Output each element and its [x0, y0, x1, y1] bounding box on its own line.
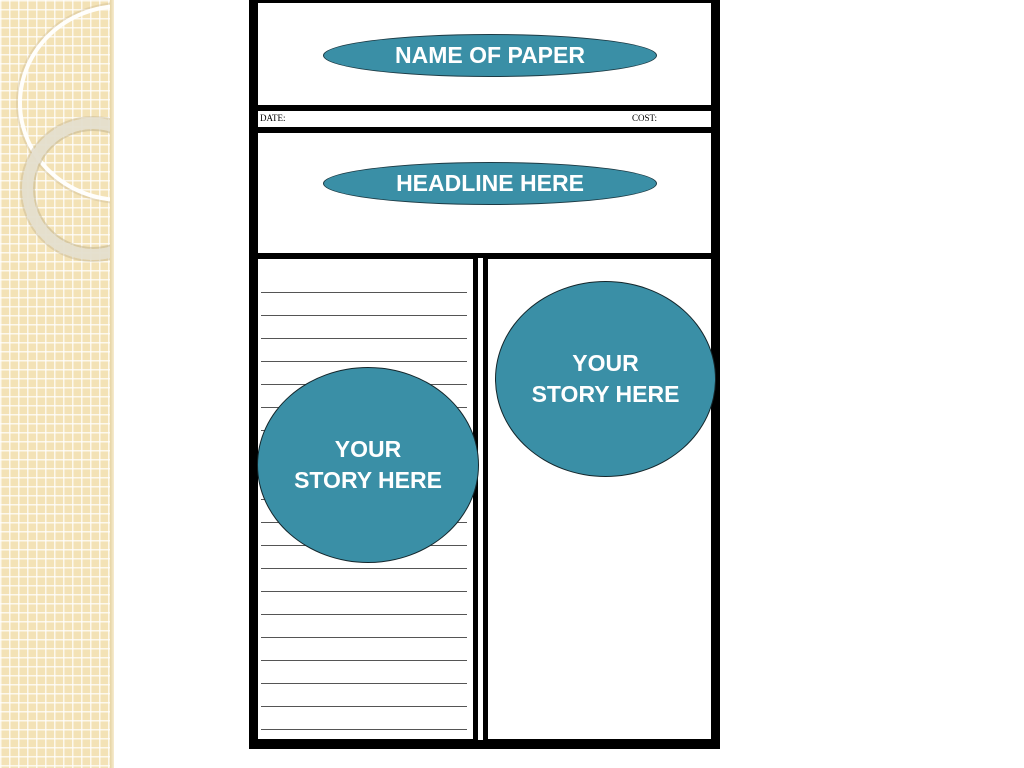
story-label-line1: YOUR	[572, 350, 639, 376]
story-bubble-right: YOUR STORY HERE	[495, 281, 716, 477]
info-row	[256, 109, 713, 129]
story-label-line1: YOUR	[334, 436, 402, 462]
newspaper-template: NAME OF PAPER DATE: COST: HEADLINE HERE …	[249, 0, 720, 749]
date-label: DATE:	[260, 113, 286, 123]
sidebar-edge	[110, 0, 114, 768]
story-label-line2: STORY HERE	[531, 381, 680, 407]
story-label-line2: STORY HERE	[294, 467, 442, 493]
decorative-ring	[22, 118, 113, 260]
story-bubble-left: YOUR STORY HERE	[257, 367, 479, 563]
paper-name-label: NAME OF PAPER	[395, 42, 585, 68]
decorative-sidebar	[0, 0, 113, 768]
headline-pill: HEADLINE HERE	[323, 162, 657, 205]
column-gutter	[477, 257, 484, 741]
headline-label: HEADLINE HERE	[396, 170, 584, 196]
paper-name-pill: NAME OF PAPER	[323, 34, 657, 77]
cost-label: COST:	[632, 113, 658, 123]
